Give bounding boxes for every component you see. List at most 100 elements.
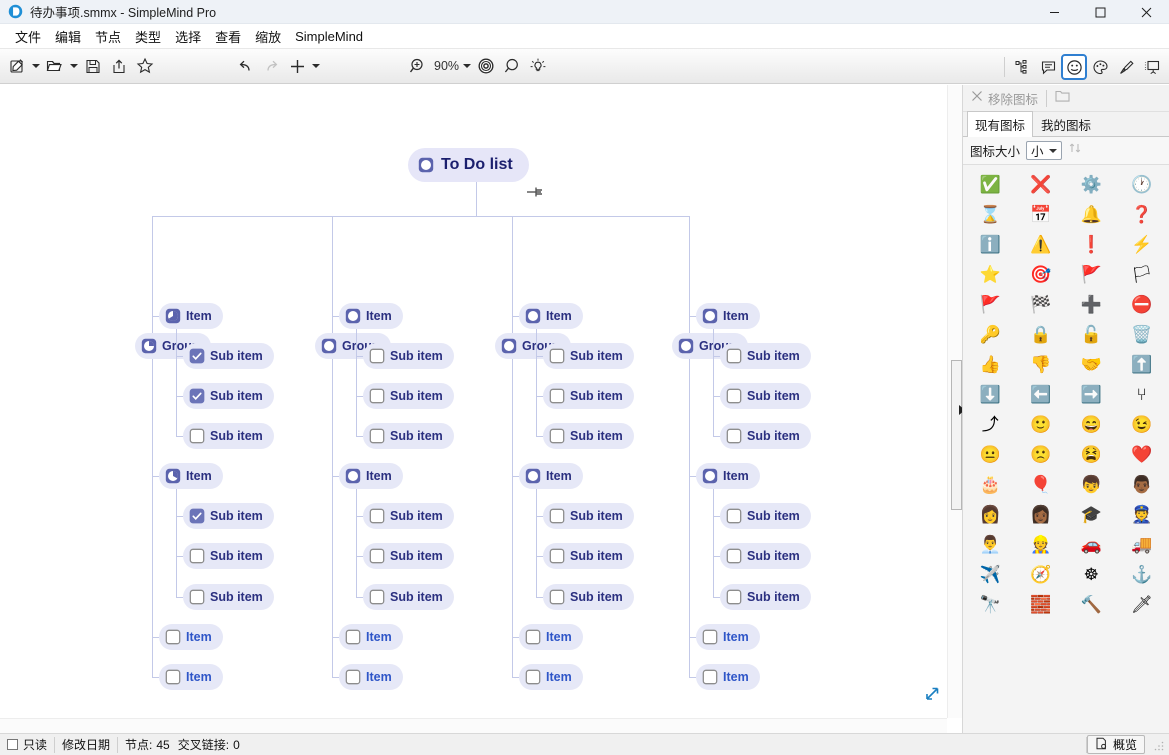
construction-worker-icon[interactable]: 👷: [1016, 529, 1067, 559]
node-subitem-2-1-2[interactable]: Sub item: [363, 383, 454, 409]
zoom-level-label[interactable]: 90%: [431, 59, 461, 73]
node-item-3-4[interactable]: Item: [519, 664, 583, 690]
check-mark-icon[interactable]: ✅: [965, 169, 1016, 199]
export-share-button[interactable]: [106, 53, 132, 79]
node-root-todolist[interactable]: To Do list: [408, 148, 529, 182]
ship-wheel-icon[interactable]: ☸: [1066, 559, 1117, 589]
minus-circle-icon[interactable]: ⛔: [1117, 289, 1168, 319]
circle-empty-icon[interactable]: [678, 338, 694, 354]
handshake-icon[interactable]: 🤝: [1066, 349, 1117, 379]
anchor-icon[interactable]: ⚓: [1117, 559, 1168, 589]
menu-type[interactable]: 类型: [128, 25, 168, 48]
orange-flag-icon[interactable]: 🏳: [1117, 259, 1168, 289]
bell-icon[interactable]: 🔔: [1066, 199, 1117, 229]
sword-icon[interactable]: 🗡: [1117, 589, 1168, 619]
node-subitem-3-2-2[interactable]: Sub item: [543, 543, 634, 569]
circle-empty-icon[interactable]: [525, 468, 541, 484]
add-node-dropdown[interactable]: [310, 53, 322, 79]
star-icon[interactable]: ⭐: [965, 259, 1016, 289]
node-item-3-3[interactable]: Item: [519, 624, 583, 650]
node-subitem-3-2-1[interactable]: Sub item: [543, 503, 634, 529]
menu-edit[interactable]: 编辑: [48, 25, 88, 48]
new-document-dropdown[interactable]: [30, 53, 42, 79]
split-arrow-icon[interactable]: ⑂: [1117, 379, 1168, 409]
smiley-frown-icon[interactable]: 🙁: [1016, 439, 1067, 469]
checkbox-icon[interactable]: [165, 669, 181, 685]
menu-simplemind[interactable]: SimpleMind: [288, 27, 370, 46]
circle-empty-icon[interactable]: [345, 468, 361, 484]
node-item-2-3[interactable]: Item: [339, 624, 403, 650]
menu-file[interactable]: 文件: [8, 25, 48, 48]
node-subitem-1-1-2[interactable]: Sub item: [183, 383, 274, 409]
smiley-neutral-happy-icon[interactable]: 🙂: [1016, 409, 1067, 439]
checkbox-icon[interactable]: [189, 428, 205, 444]
progress-pie-icon[interactable]: [165, 468, 181, 484]
checkbox-icon[interactable]: [189, 508, 205, 524]
checkbox-icon[interactable]: [726, 348, 742, 364]
spiral-target-button[interactable]: [473, 53, 499, 79]
node-subitem-4-1-1[interactable]: Sub item: [720, 343, 811, 369]
truck-icon[interactable]: 🚚: [1117, 529, 1168, 559]
node-subitem-3-1-2[interactable]: Sub item: [543, 383, 634, 409]
checkbox-icon[interactable]: [726, 548, 742, 564]
open-folder-button[interactable]: [42, 53, 68, 79]
open-folder-dropdown[interactable]: [68, 53, 80, 79]
window-resize-grip[interactable]: [1153, 739, 1165, 751]
checkbox-icon[interactable]: [369, 548, 385, 564]
note-callout-button[interactable]: [1035, 54, 1061, 80]
checkbox-icon[interactable]: [726, 428, 742, 444]
checkbox-icon[interactable]: [726, 589, 742, 605]
favorite-star-button[interactable]: [132, 53, 158, 79]
key-icon[interactable]: 🔑: [965, 319, 1016, 349]
tab-existing-icons[interactable]: 现有图标: [967, 111, 1033, 137]
menu-select[interactable]: 选择: [168, 25, 208, 48]
node-item-4-1[interactable]: Item: [696, 303, 760, 329]
checkbox-icon[interactable]: [345, 669, 361, 685]
node-item-4-2[interactable]: Item: [696, 463, 760, 489]
lock-open-icon[interactable]: 🔓: [1066, 319, 1117, 349]
smiley-flat-icon[interactable]: 😐: [965, 439, 1016, 469]
checkbox-icon[interactable]: [726, 388, 742, 404]
node-item-4-4[interactable]: Item: [696, 664, 760, 690]
heart-icon[interactable]: ❤️: [1117, 439, 1168, 469]
clock-icon[interactable]: 🕐: [1117, 169, 1168, 199]
checkbox-icon[interactable]: [369, 388, 385, 404]
outline-hierarchy-button[interactable]: [1009, 54, 1035, 80]
target-dart-icon[interactable]: 🎯: [1016, 259, 1067, 289]
node-subitem-1-2-3[interactable]: Sub item: [183, 584, 274, 610]
branch-collapse-icon[interactable]: [525, 185, 547, 204]
calendar-icon[interactable]: 📅: [1016, 199, 1067, 229]
node-item-1-3[interactable]: Item: [159, 624, 223, 650]
arrow-down-circle-icon[interactable]: ⬇️: [965, 379, 1016, 409]
checkbox-icon[interactable]: [189, 548, 205, 564]
checkbox-icon[interactable]: [189, 348, 205, 364]
person-boy-icon[interactable]: 👦: [1066, 469, 1117, 499]
redo-button[interactable]: [258, 53, 284, 79]
node-subitem-4-1-2[interactable]: Sub item: [720, 383, 811, 409]
sort-updown-icon[interactable]: [1068, 141, 1082, 160]
node-item-1-2[interactable]: Item: [159, 463, 223, 489]
node-subitem-4-2-3[interactable]: Sub item: [720, 584, 811, 610]
node-subitem-4-2-2[interactable]: Sub item: [720, 543, 811, 569]
car-icon[interactable]: 🚗: [1066, 529, 1117, 559]
panel-collapse-handle[interactable]: [955, 395, 962, 425]
undo-button[interactable]: [232, 53, 258, 79]
police-officer-icon[interactable]: 👮: [1117, 499, 1168, 529]
brush-format-button[interactable]: [1113, 54, 1139, 80]
close-button[interactable]: [1123, 0, 1169, 24]
minimize-button[interactable]: [1031, 0, 1077, 24]
brick-wall-icon[interactable]: 🧱: [1016, 589, 1067, 619]
checkbox-icon[interactable]: [369, 589, 385, 605]
checkered-flag-icon[interactable]: 🏁: [1016, 289, 1067, 319]
node-subitem-2-2-2[interactable]: Sub item: [363, 543, 454, 569]
checkbox-icon[interactable]: [549, 388, 565, 404]
checkbox-icon[interactable]: [726, 508, 742, 524]
circle-empty-icon[interactable]: [345, 308, 361, 324]
tab-my-icons[interactable]: 我的图标: [1033, 111, 1099, 137]
checkbox-icon[interactable]: [525, 629, 541, 645]
arrow-right-circle-icon[interactable]: ➡️: [1066, 379, 1117, 409]
compass-icon[interactable]: 🧭: [1016, 559, 1067, 589]
node-subitem-3-2-3[interactable]: Sub item: [543, 584, 634, 610]
remove-icon-x-icon[interactable]: [971, 89, 983, 107]
circle-empty-icon[interactable]: [525, 308, 541, 324]
